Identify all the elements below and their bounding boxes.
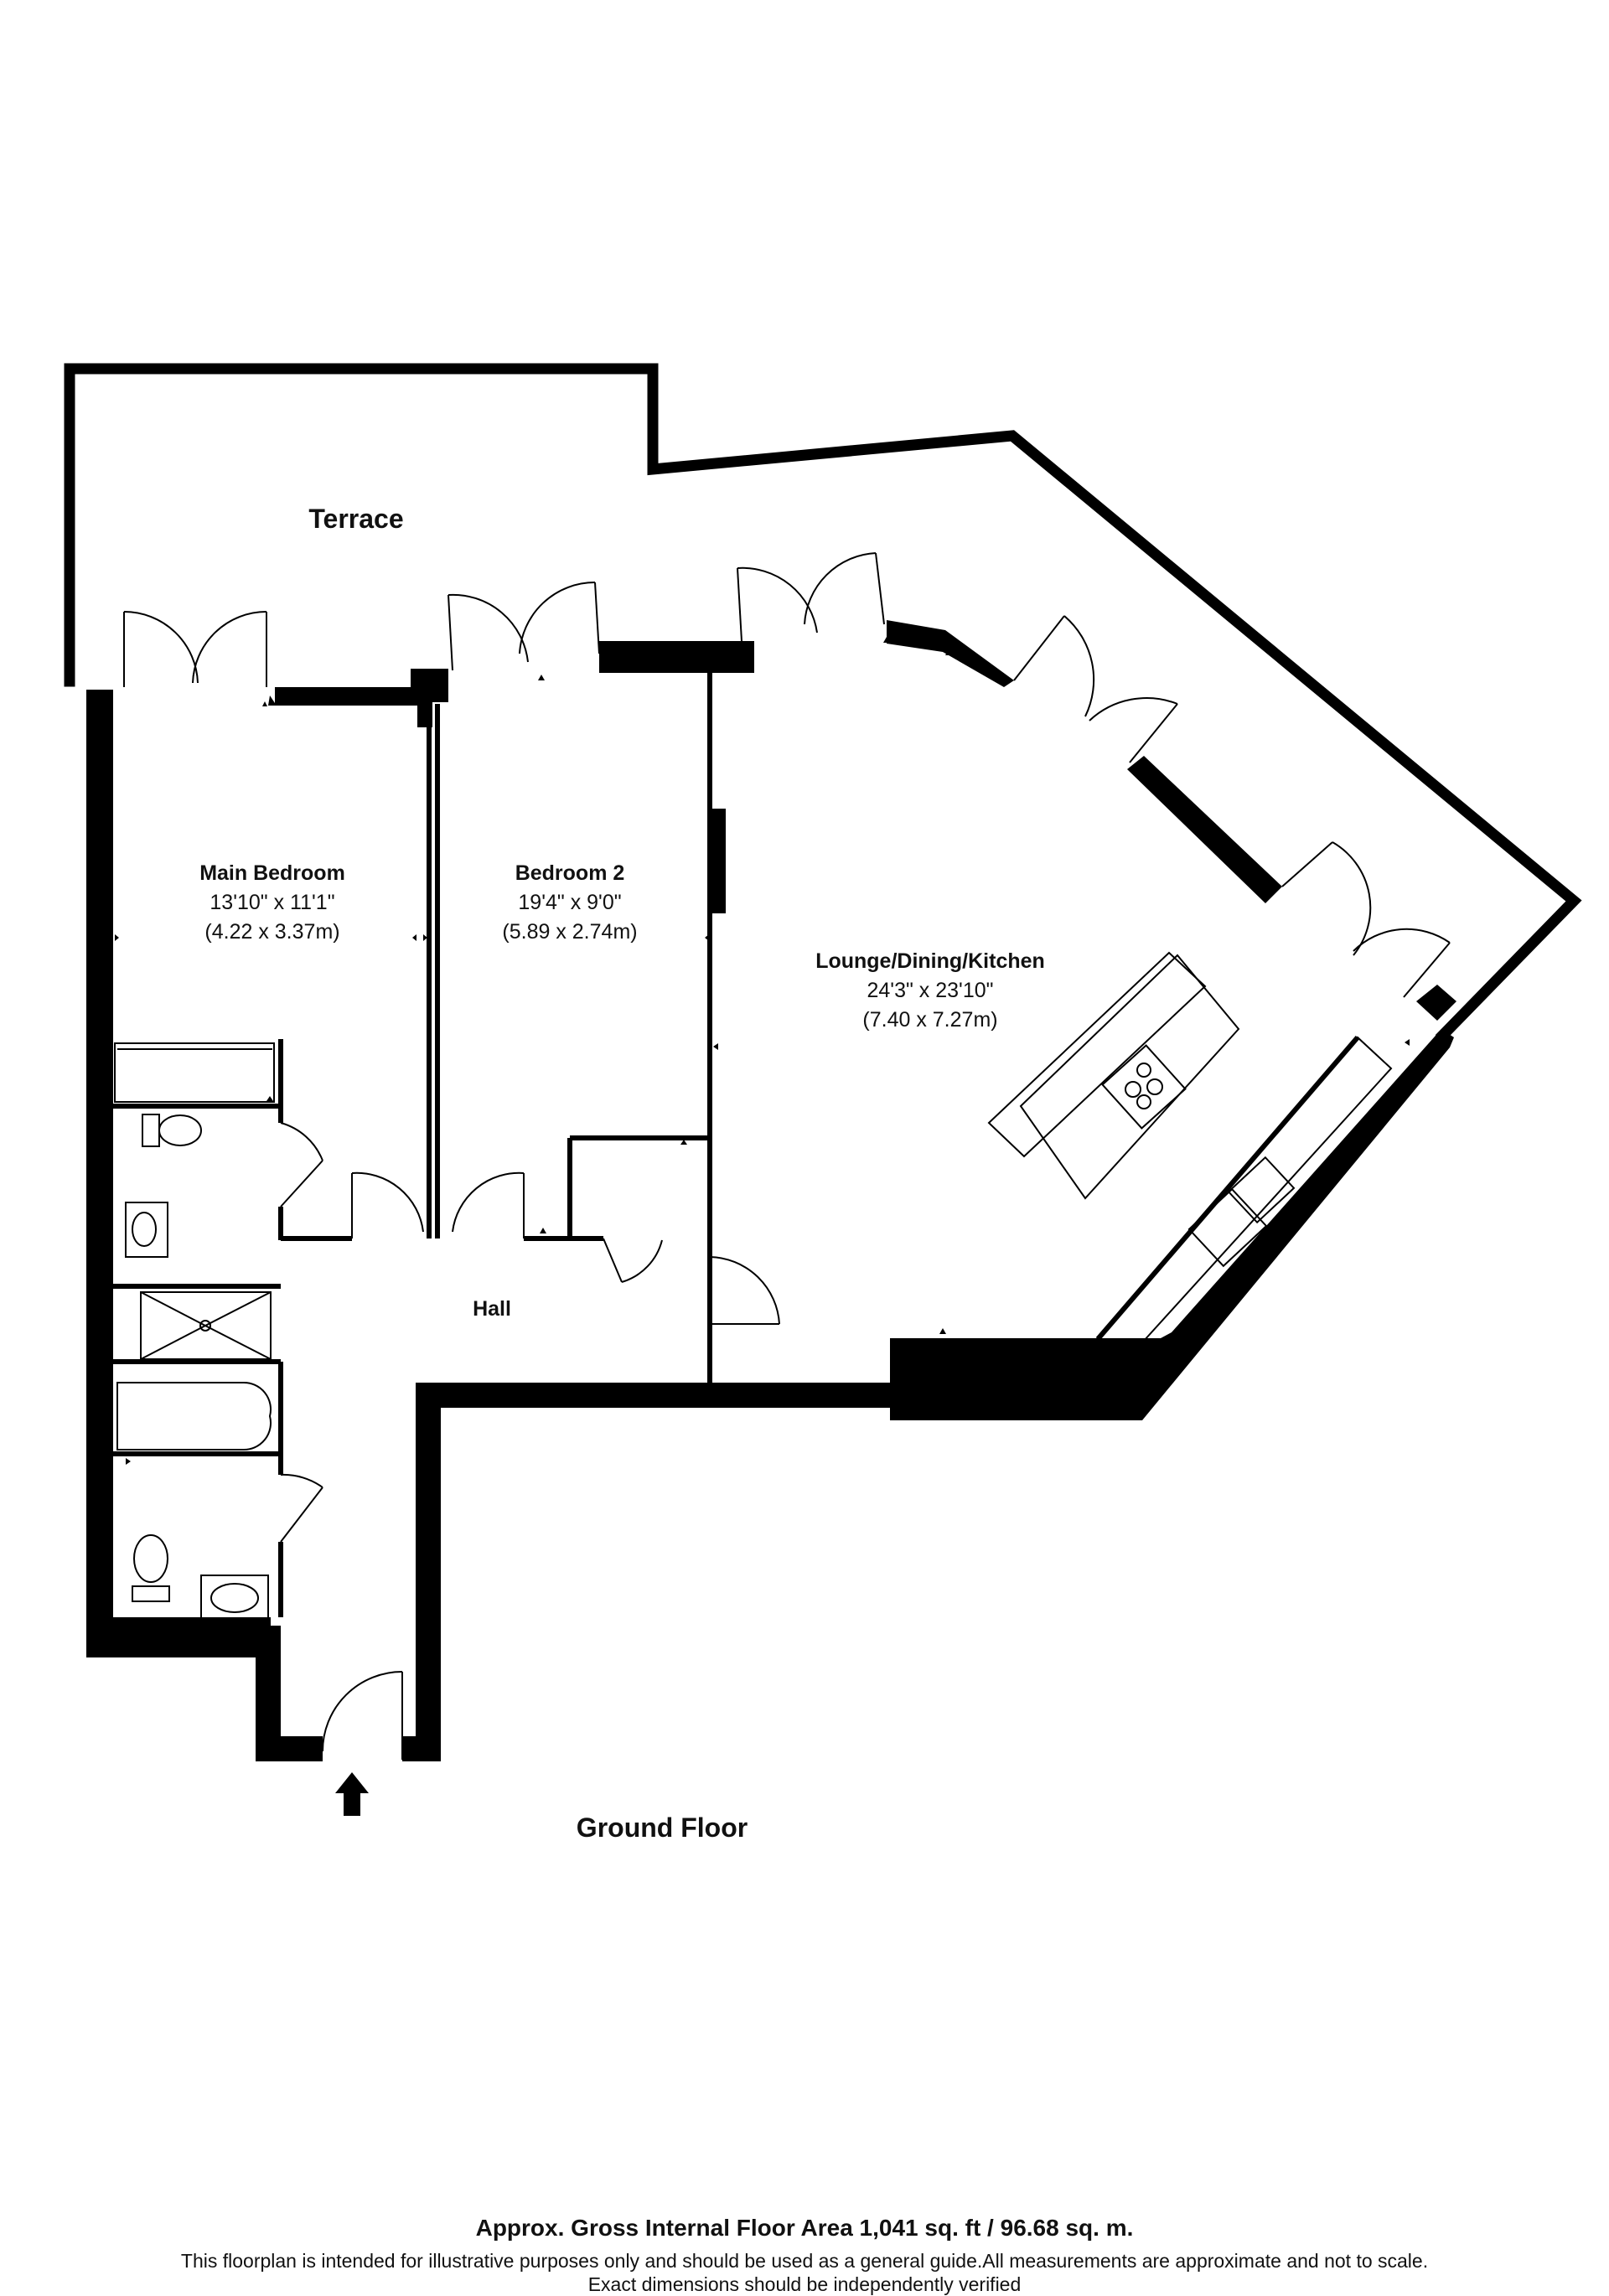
bedroom-2-metric: (5.89 x 2.74m) <box>502 920 637 944</box>
lounge-imperial: 24'3" x 23'10" <box>867 979 993 1002</box>
doors <box>114 552 1451 1760</box>
floor-area-summary: Approx. Gross Internal Floor Area 1,041 … <box>475 2215 1134 2241</box>
terrace-outline <box>64 363 1582 1043</box>
disclaimer-text: This floorplan is intended for illustrat… <box>180 2250 1429 2272</box>
main-bedroom-name: Main Bedroom <box>199 861 345 885</box>
entrance-arrow-icon <box>335 1772 369 1816</box>
bedroom-2-name: Bedroom 2 <box>515 861 625 885</box>
verification-note: Exact dimensions should be independently… <box>587 2273 1022 2295</box>
interior-walls <box>113 670 1360 1617</box>
wall-details <box>268 696 726 913</box>
door-marks <box>115 637 1410 1465</box>
terrace-name: Terrace <box>308 504 403 534</box>
exterior-walls <box>86 620 1456 1761</box>
floor-label: Ground Floor <box>577 1812 748 1843</box>
hall-name: Hall <box>473 1297 511 1321</box>
main-bedroom-imperial: 13'10" x 11'1" <box>210 891 334 914</box>
bedroom-2-imperial: 19'4" x 9'0" <box>518 891 621 914</box>
main-bedroom-metric: (4.22 x 3.37m) <box>204 920 339 944</box>
lounge-metric: (7.40 x 7.27m) <box>862 1008 997 1032</box>
lounge-name: Lounge/Dining/Kitchen <box>815 949 1045 973</box>
fixtures <box>116 951 1393 1622</box>
